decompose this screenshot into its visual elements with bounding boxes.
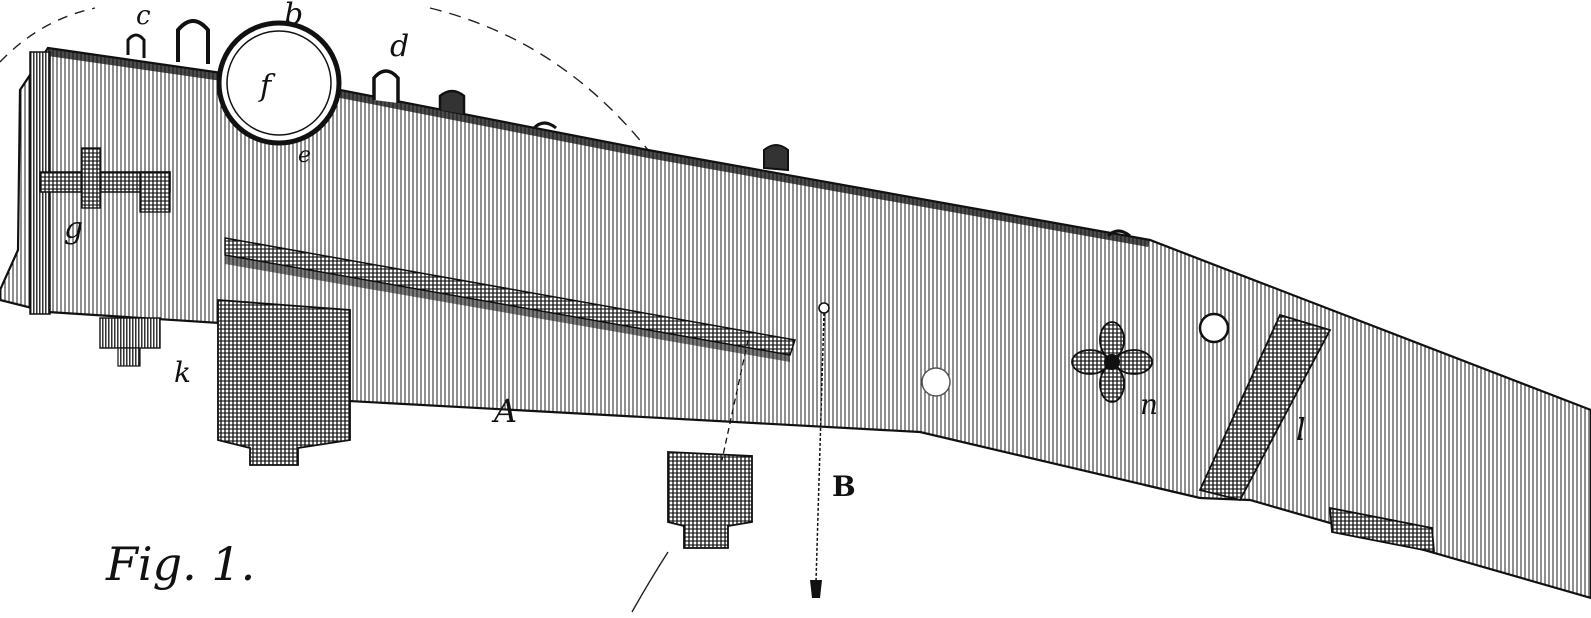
stem-k-foot <box>117 347 141 367</box>
small-screw-3 <box>1106 229 1131 238</box>
label-d: d <box>390 29 409 64</box>
label-A: A <box>491 392 517 430</box>
label-n: n <box>1140 388 1158 421</box>
label-l: l <box>1296 413 1306 448</box>
crossbar-g-block <box>139 171 171 213</box>
knob-c <box>126 33 146 58</box>
label-b: b <box>284 0 303 32</box>
beam-top-edge <box>48 48 1150 247</box>
foot-bar <box>1329 506 1435 554</box>
construction-arc-left <box>0 7 96 63</box>
figure-caption: Fig. 1. <box>105 537 255 591</box>
weight-block-left <box>217 299 351 466</box>
weight-block-middle <box>667 451 753 549</box>
label-e: e <box>298 143 311 168</box>
label-g: g <box>64 211 83 246</box>
cross-knob-n <box>1071 321 1153 403</box>
plumb-pivot <box>818 302 830 314</box>
rail-shadow <box>225 255 790 362</box>
loop-handle <box>176 19 210 64</box>
label-c: c <box>136 1 151 31</box>
stem-k <box>99 317 161 349</box>
knob-d2 <box>438 89 466 114</box>
label-B: B <box>832 470 856 503</box>
label-k: k <box>174 356 191 389</box>
construction-arc-bottom <box>631 551 669 613</box>
small-screw-1 <box>532 121 557 130</box>
dial-f-inner <box>226 30 332 136</box>
instrument-beam <box>0 46 1591 600</box>
guide-line <box>721 339 749 461</box>
small-screw-2 <box>763 144 789 172</box>
hole-circle <box>921 367 951 397</box>
construction-arc-right <box>429 7 649 151</box>
plumb-bob <box>810 580 822 598</box>
knob-d <box>372 69 400 103</box>
crossbar-g-vertical <box>81 147 101 209</box>
band-l <box>1198 313 1332 502</box>
ring-screw <box>1198 312 1230 344</box>
